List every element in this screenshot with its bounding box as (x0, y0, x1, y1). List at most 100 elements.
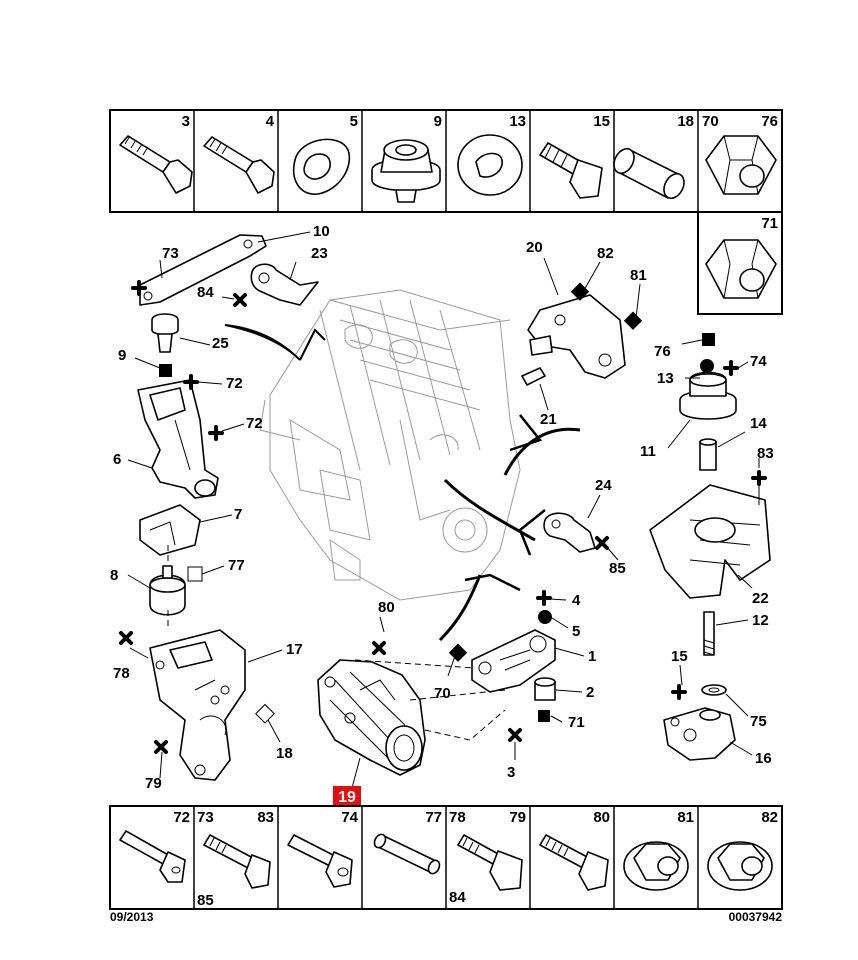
leader-lines (127, 231, 760, 789)
bolt-80-icon (539, 834, 609, 891)
callout-79: 79 (145, 775, 162, 792)
hdr-78: 78 (449, 809, 466, 826)
bolt-4-icon (203, 136, 275, 194)
bush-2-icon (534, 677, 556, 701)
rubber-mount-8-icon (149, 565, 186, 616)
spacer-7-icon (139, 504, 201, 556)
callout-77: 77 (228, 557, 245, 574)
flange-nut-81-icon (623, 841, 689, 891)
hdr-9: 9 (434, 113, 442, 130)
callout-2: 2 (586, 684, 594, 701)
svg-text:19: 19 (338, 789, 356, 806)
torque-link-1-icon (471, 629, 556, 693)
callout-13: 13 (657, 370, 674, 387)
callout-11: 11 (640, 443, 656, 460)
highlight-callout-19[interactable]: 19 (333, 786, 361, 806)
callout-21: 21 (540, 411, 557, 428)
hdr-72: 72 (173, 809, 190, 826)
callout-15: 15 (671, 648, 688, 665)
stud-12-icon (703, 611, 715, 656)
callout-3: 3 (507, 764, 515, 781)
callout-10: 10 (313, 223, 330, 240)
callout-70: 70 (434, 685, 451, 702)
hdr-82: 82 (761, 809, 778, 826)
hdr-13: 13 (509, 113, 526, 130)
hex-nut-71-icon (705, 239, 777, 299)
bush-14-icon (699, 438, 717, 471)
stud-25-icon (151, 313, 179, 353)
callout-5: 5 (572, 623, 580, 640)
hdr-83: 83 (257, 809, 274, 826)
callout-82: 82 (597, 245, 614, 262)
callout-84: 84 (197, 284, 214, 301)
hdr-74: 74 (341, 809, 358, 826)
bracket-20-icon (527, 294, 626, 379)
callout-75: 75 (750, 713, 767, 730)
bracket-24-icon (543, 512, 596, 553)
hdr-79: 79 (509, 809, 526, 826)
callout-17: 17 (286, 641, 303, 658)
bracket-17-icon (149, 629, 246, 781)
hdr-80: 80 (593, 809, 610, 826)
pin-77-icon (373, 833, 441, 875)
hdr-71: 71 (761, 215, 778, 232)
callout-76: 76 (654, 343, 671, 360)
symbols (119, 280, 767, 754)
bottom-hardware-strip: 72 73 83 74 77 78 79 80 81 82 85 84 (109, 805, 783, 910)
stud-72-icon (119, 830, 186, 883)
footer-date: 09/2013 (110, 910, 154, 924)
bolt-3-icon (119, 135, 193, 194)
washer-13-icon (457, 134, 523, 196)
callout-24: 24 (595, 477, 612, 494)
footer-ref: 00037942 (729, 910, 783, 924)
callout-78: 78 (113, 665, 130, 682)
bracket-23-icon (250, 263, 319, 306)
mount-16-icon (663, 707, 736, 761)
engine-block-illustration (259, 289, 521, 601)
mount-11-icon (679, 371, 737, 420)
hdr-5: 5 (350, 113, 358, 130)
callout-4: 4 (572, 592, 581, 609)
callout-22: 22 (752, 590, 769, 607)
flange-bolt-78-79-icon (457, 834, 523, 891)
hdr-77: 77 (425, 809, 442, 826)
callout-80: 80 (378, 599, 395, 616)
hdr-70: 70 (702, 113, 719, 130)
hdr-15: 15 (593, 113, 610, 130)
callout-16: 16 (755, 750, 772, 767)
hdr-73: 73 (197, 809, 214, 826)
callout-20: 20 (526, 239, 543, 256)
assembly-pointers (224, 324, 581, 642)
cam-washer-5-icon (293, 138, 351, 195)
flange-bolt-73-83-icon (203, 834, 271, 889)
callout-18: 18 (276, 745, 293, 762)
callout-25: 25 (212, 335, 229, 352)
flange-bolt-74-icon (287, 834, 353, 888)
hdr-3: 3 (182, 113, 190, 130)
callout-23: 23 (311, 245, 328, 262)
hdr-76: 76 (761, 113, 778, 130)
callout-9: 9 (118, 347, 126, 364)
callout-81: 81 (630, 267, 647, 284)
callout-numbers: 10 73 23 84 25 9 72 72 6 7 77 8 78 17 18… (110, 223, 774, 792)
hdr-18: 18 (677, 113, 694, 130)
hdr-84: 84 (449, 889, 466, 906)
callout-72a: 72 (226, 375, 243, 392)
hdr-85: 85 (197, 892, 214, 909)
sleeve-18-icon (613, 147, 685, 200)
hdr-4: 4 (266, 113, 275, 130)
bracket-bar-10-icon (139, 234, 267, 306)
flanged-nut-9-icon (371, 139, 441, 203)
flange-bolt-15-icon (539, 142, 603, 199)
assembly-dashes (167, 545, 506, 741)
callout-83: 83 (757, 445, 774, 462)
mount-19-icon (317, 659, 426, 776)
callout-8: 8 (110, 567, 118, 584)
bracket-6-icon (137, 379, 219, 499)
washer-75-icon (701, 684, 727, 696)
mount-22-icon (649, 484, 771, 599)
hdr-81: 81 (677, 809, 694, 826)
callout-7: 7 (234, 506, 242, 523)
callout-74: 74 (750, 353, 767, 370)
